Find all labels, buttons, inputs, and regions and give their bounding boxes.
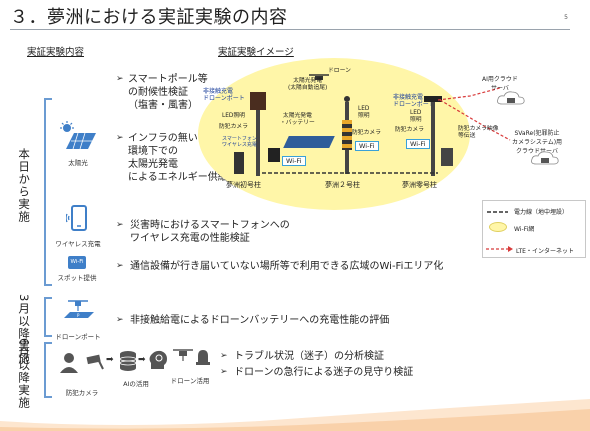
camera-icon (84, 352, 108, 372)
pole0-cabinet (441, 148, 453, 166)
bullet-energy: インフラの無い 環境下での 太陽光発電 によるエネルギー供給 (128, 133, 228, 183)
drone-use-label: ドローン活用 (170, 377, 210, 385)
wireless-charging-icon (64, 204, 94, 234)
bullet-smartpole: スマートポール等 の耐候性検証 （塩害・風害） (128, 74, 208, 111)
arrow-right-icon-2: ➡ (138, 355, 146, 365)
wireless-label: ワイヤレス充電 (55, 240, 101, 248)
legend-wifi: Wi-Fi網 (514, 226, 535, 233)
bullet-marker-6: ➢ (220, 351, 228, 361)
bracket-march-top (44, 297, 52, 299)
solar-label: 太陽光 (68, 159, 88, 167)
bracket-june-top (44, 342, 52, 344)
spot-label: スポット提供 (57, 274, 97, 282)
transmission-label: 防犯カメラ映像 等伝送 (458, 126, 499, 139)
alarm-light-icon (194, 346, 212, 366)
camera-label: 防犯カメラ (65, 389, 99, 397)
svg-text:P: P (77, 313, 80, 318)
pole0-shaft (431, 102, 435, 176)
wifi-badge-icon: Wi-Fi (68, 256, 86, 269)
pole2-stripe (342, 120, 352, 150)
ai-head-icon (146, 348, 170, 372)
ai-cloud-icon (496, 90, 526, 110)
bracket-march (44, 297, 46, 337)
bullet-marker-4: ➢ (116, 261, 124, 271)
bullet-drone: 非接触給電によるドローンバッテリーへの充電性能の評価 (130, 315, 390, 326)
ai-cloud-label: AI用クラウド サーバ (482, 76, 518, 92)
solar-icon (56, 120, 100, 154)
diagram-drone-label: ドローン (328, 68, 351, 74)
drone-port-icon: P (58, 297, 98, 327)
led-mid-label: LED 照明 (358, 106, 370, 119)
cam-right-label: 防犯カメラ (395, 127, 424, 133)
drone-port-label: ドローンポート (55, 333, 101, 341)
bullet-wifi: 通信設備が行き届いていない場所等で利用できる広域のWi-Fiエリア化 (130, 261, 444, 272)
bracket-today-bottom (44, 284, 52, 286)
legend-lte: LTE・インターネット (516, 248, 574, 255)
bullet-marker-2: ➢ (116, 133, 124, 143)
port-right-label: 非接触充電 ドローンポート (393, 94, 435, 108)
title-divider (10, 29, 570, 30)
bracket-march-bottom (44, 335, 52, 337)
port-left-label: 非接触充電 ドローンポート (203, 88, 245, 102)
bullet-marker-5: ➢ (116, 315, 124, 325)
solar-battery-label: 太陽光発電 ・バッテリー (280, 113, 315, 126)
diagram-drone-icon (308, 68, 330, 87)
legend-box (482, 200, 586, 258)
wifi-tag-3: Wi-Fi (406, 139, 430, 149)
svare-label: SVaRe(犯罪防止 カメラシステム)用 クラウドサーバ (512, 130, 563, 155)
pole2-lamp (344, 96, 350, 102)
svare-cloud-icon (530, 150, 560, 170)
led-right-label: LED 照明 (410, 110, 422, 123)
pole1-battery-box (268, 148, 280, 162)
solar-top-label: 太陽光発電 (太陽自動追尾) (288, 78, 328, 91)
coverage-ellipse (198, 58, 470, 210)
wifi-tag-2: Wi-Fi (355, 141, 379, 151)
wifi-tag-1: Wi-Fi (282, 156, 306, 166)
cam-mid-label: 防犯カメラ (352, 130, 381, 136)
bracket-today-top (44, 98, 52, 100)
bullet-marker-1: ➢ (116, 74, 124, 84)
pole0-port (424, 96, 442, 102)
content-header: 実証実験内容 (27, 47, 85, 58)
bullet-lost: ドローンの急行による迷子の見守り検証 (234, 367, 414, 378)
bracket-june-bottom (44, 396, 52, 398)
legend-wifi-swatch (489, 222, 507, 232)
drone-icon (170, 346, 196, 366)
page-title: ３．夢洲における実証実験の内容 (10, 7, 288, 28)
pole0-label: 夢洲零号柱 (402, 181, 437, 189)
bracket-june (44, 342, 46, 398)
ai-label: AIの活用 (123, 380, 149, 388)
pole1-shaft (256, 110, 260, 176)
bullet-disaster: 災害時におけるスマートフォンへの ワイヤレス充電の性能検証 (130, 220, 290, 244)
bracket-today (44, 98, 46, 286)
decorative-wave (0, 399, 590, 431)
arrow-right-icon: ➡ (106, 355, 114, 365)
period-today: 本日から実施 (17, 148, 32, 223)
period-march: 3月以降実施 (17, 294, 32, 365)
image-header: 実証実験イメージ (218, 47, 294, 58)
cam-left-label: 防犯カメラ (219, 124, 248, 130)
bullet-marker-3: ➢ (116, 220, 124, 230)
phone-stand-label: スマートフォン ワイヤレス充電 (222, 136, 257, 148)
pole1-solar-panel (250, 92, 266, 110)
bullet-trouble: トラブル状況（迷子）の分析検証 (234, 351, 384, 362)
period-june: 6月以降実施 (17, 338, 32, 409)
database-icon (116, 350, 140, 372)
legend-power: 電力線（地中埋設） (514, 209, 569, 216)
led-left-label: LED照明 (222, 113, 245, 119)
pole2-label: 夢洲２号柱 (325, 181, 360, 189)
phone-charging-stand (234, 152, 244, 174)
pole1-label: 夢洲初号柱 (226, 181, 261, 189)
bullet-marker-7: ➢ (220, 367, 228, 377)
page-number: 5 (564, 14, 568, 21)
person-icon (56, 350, 82, 374)
